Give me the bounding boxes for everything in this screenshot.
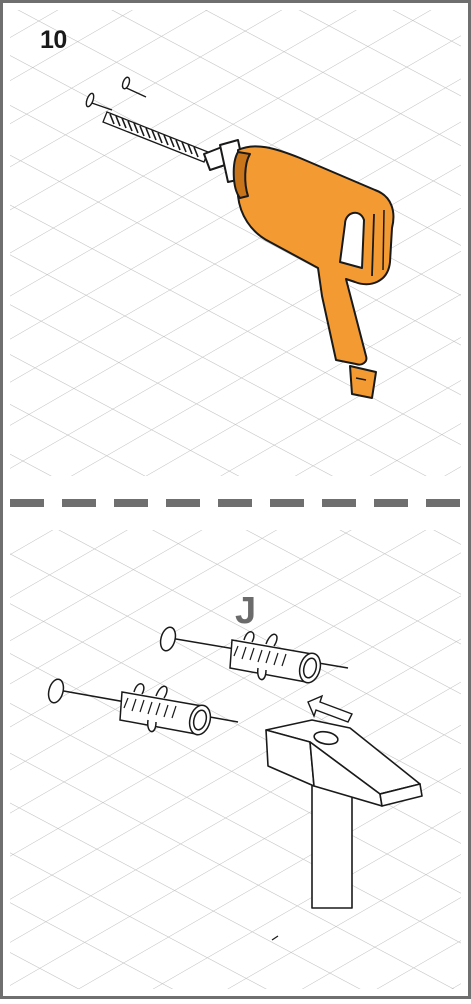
hammer-icon (265, 719, 423, 909)
wall-plug-icon (47, 678, 239, 736)
stray-mark (271, 935, 279, 941)
part-label: J (235, 590, 257, 632)
tile-wall-top (10, 10, 461, 476)
insert-arrow-icon (307, 694, 353, 723)
screw-icon (85, 76, 147, 111)
wall-plug-icon (159, 626, 349, 684)
drill-bit-icon (102, 111, 209, 163)
step-number: 10 (40, 26, 67, 54)
power-drill-icon (203, 139, 395, 399)
